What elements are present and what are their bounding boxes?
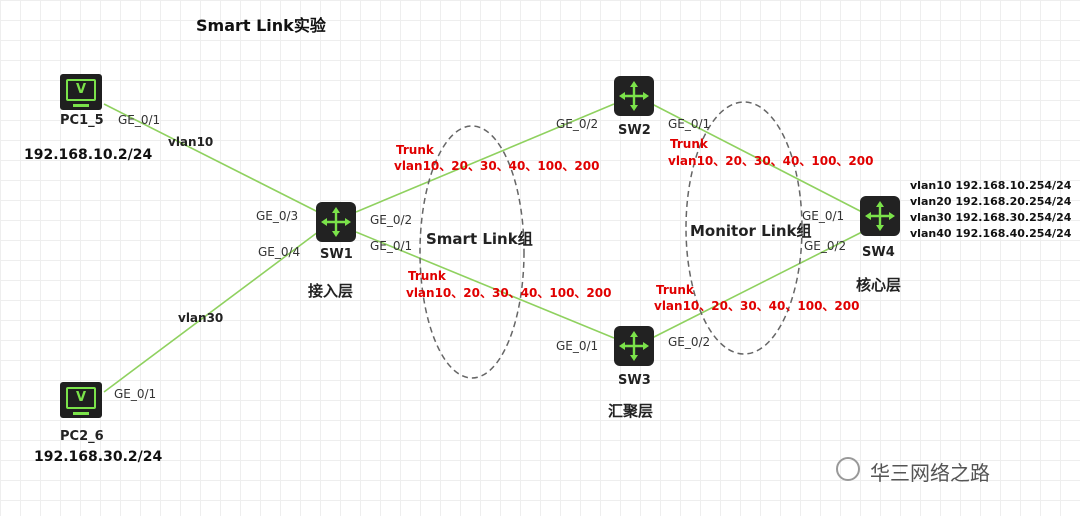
sw3-ge02-label: GE_0/2 <box>668 335 711 349</box>
smart-link-group-label: Smart Link组 <box>426 230 533 248</box>
diagram-title: Smart Link实验 <box>196 16 326 35</box>
switch-arrows-icon <box>619 331 649 361</box>
pc1-screen-glyph: V <box>66 79 96 101</box>
core-vlan-list: vlan10 192.168.10.254/24 vlan20 192.168.… <box>910 178 1071 242</box>
trunk-sw1-sw3-vlans: vlan10、20、30、40、100、200 <box>406 286 612 300</box>
pc1-monitor-icon[interactable]: V <box>60 74 102 110</box>
sw4-ge01-label: GE_0/1 <box>802 209 845 223</box>
pc2-label: PC2_6 <box>60 429 104 444</box>
trunk-sw2-sw4-keyword: Trunk <box>670 137 708 151</box>
pc2-port-label: GE_0/1 <box>114 387 157 401</box>
sw1-switch-icon[interactable] <box>316 202 356 242</box>
core-vlan-line: vlan20 192.168.20.254/24 <box>910 195 1072 208</box>
sw1-ge02-label: GE_0/2 <box>370 213 413 227</box>
watermark-text: 华三网络之路 <box>870 461 990 485</box>
sw1-ge03-label: GE_0/3 <box>256 209 299 223</box>
sw3-switch-icon[interactable] <box>614 326 654 366</box>
pc1-ip: 192.168.10.2/24 <box>24 147 153 163</box>
smart-link-group-ellipse <box>419 125 525 379</box>
core-vlan-line: vlan10 192.168.10.254/24 <box>910 179 1072 192</box>
sw2-label: SW2 <box>618 123 651 138</box>
sw4-switch-icon[interactable] <box>860 196 900 236</box>
pc2-screen-glyph: V <box>66 387 96 409</box>
link-sw2-sw4 <box>651 103 863 213</box>
trunk-sw1-sw2-vlans: vlan10、20、30、40、100、200 <box>394 159 600 173</box>
pc1-label: PC1_5 <box>60 113 104 128</box>
switch-arrows-icon <box>619 81 649 111</box>
sw4-ge02-label: GE_0/2 <box>804 239 847 253</box>
trunk-sw2-sw4-vlans: vlan10、20、30、40、100、200 <box>668 154 874 168</box>
sw1-ge04-label: GE_0/4 <box>258 245 301 259</box>
sw3-ge01-label: GE_0/1 <box>556 339 599 353</box>
core-vlan-line: vlan30 192.168.30.254/24 <box>910 211 1072 224</box>
switch-arrows-icon <box>865 201 895 231</box>
link-sw1-sw2 <box>355 103 615 213</box>
link-pc2-sw1 <box>103 231 319 393</box>
core-vlan-line: vlan40 192.168.40.254/24 <box>910 227 1072 240</box>
sw4-label: SW4 <box>862 245 895 260</box>
watermark: 华三网络之路 <box>836 455 1054 485</box>
trunk-sw3-sw4-vlans: vlan10、20、30、40、100、200 <box>654 299 860 313</box>
monitor-link-group-label: Monitor Link组 <box>690 222 812 240</box>
trunk-sw1-sw3-keyword: Trunk <box>408 269 446 283</box>
aggregation-layer-label: 汇聚层 <box>608 402 654 420</box>
switch-arrows-icon <box>321 207 351 237</box>
trunk-sw3-sw4-keyword: Trunk <box>656 283 694 297</box>
sw3-label: SW3 <box>618 373 651 388</box>
wechat-icon <box>836 457 860 481</box>
sw2-ge02-label: GE_0/2 <box>556 117 599 131</box>
pc2-link-vlan: vlan30 <box>178 311 224 325</box>
link-pc1-sw1 <box>103 103 319 213</box>
pc1-link-vlan: vlan10 <box>168 135 214 149</box>
trunk-sw1-sw2-keyword: Trunk <box>396 143 434 157</box>
pc1-port-label: GE_0/1 <box>118 113 161 127</box>
sw2-switch-icon[interactable] <box>614 76 654 116</box>
pc2-ip: 192.168.30.2/24 <box>34 449 163 465</box>
sw1-label: SW1 <box>320 247 353 262</box>
monitor-link-group-ellipse <box>685 101 803 355</box>
link-sw1-sw3 <box>355 231 615 339</box>
access-layer-label: 接入层 <box>308 282 354 300</box>
sw2-ge01-label: GE_0/1 <box>668 117 711 131</box>
link-sw3-sw4 <box>651 231 863 339</box>
pc2-monitor-icon[interactable]: V <box>60 382 102 418</box>
core-layer-label: 核心层 <box>856 276 902 294</box>
sw1-ge01-label: GE_0/1 <box>370 239 413 253</box>
